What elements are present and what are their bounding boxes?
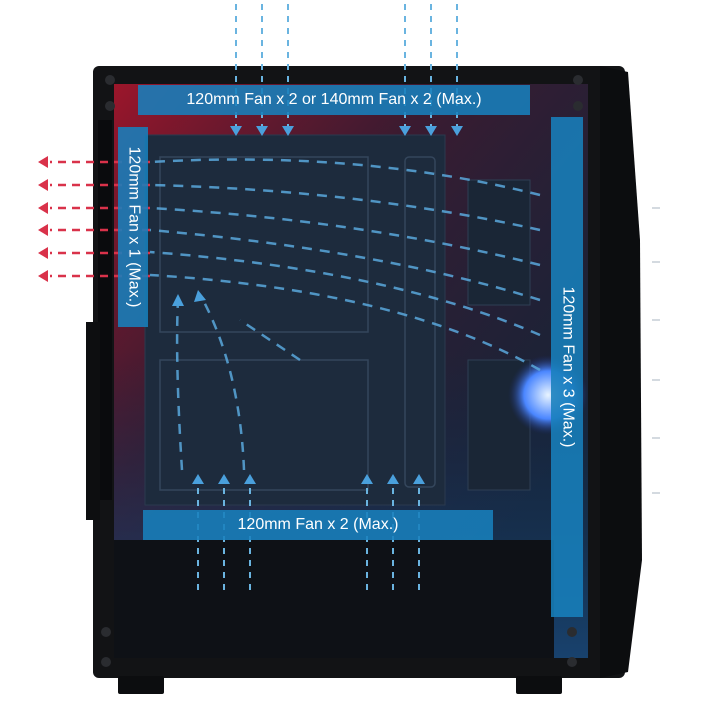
arrowhead-left xyxy=(38,179,48,191)
airflow-curve xyxy=(200,297,246,471)
arrowhead-left xyxy=(38,247,48,259)
cable-cutout xyxy=(404,156,436,488)
rear-io-strip xyxy=(98,120,112,500)
case-foot-right xyxy=(516,676,562,694)
bottom-fan-text: 120mm Fan x 2 (Max.) xyxy=(237,516,399,533)
arrowhead-up xyxy=(218,474,230,484)
airflow-curve xyxy=(149,228,541,302)
top-fan-text: 120mm Fan x 2 or 140mm Fan x 2 (Max.) xyxy=(186,91,482,108)
case-screw xyxy=(105,101,115,111)
rear-exhaust-fan-label: 120mm Fan x 1 (Max.) xyxy=(118,127,148,327)
case-screw xyxy=(101,627,111,637)
psu-shroud xyxy=(114,540,554,658)
airflow-curve xyxy=(239,318,301,362)
case-screw xyxy=(573,101,583,111)
arrowhead-up xyxy=(192,474,204,484)
arrowhead-up xyxy=(244,474,256,484)
arrowhead-down xyxy=(425,126,437,136)
front-intake-dashes xyxy=(652,207,660,494)
drive-bay-upper xyxy=(159,156,369,333)
case-screw xyxy=(105,75,115,85)
case-screw xyxy=(567,657,577,667)
arrowhead-up xyxy=(361,474,373,484)
rear-exhaust-fan-text: 120mm Fan x 1 (Max.) xyxy=(125,146,142,308)
arrowhead-down xyxy=(282,126,294,136)
arrowhead-left xyxy=(38,202,48,214)
top-airflow-arrows xyxy=(235,4,458,128)
arrowhead-down xyxy=(399,126,411,136)
bottom-arrowheads xyxy=(192,474,425,484)
case-foot-left xyxy=(118,676,164,694)
front-intake-fan-label: 120mm Fan x 3 (Max.) xyxy=(551,117,583,617)
arrowhead-down xyxy=(230,126,242,136)
arrowhead-up xyxy=(172,294,184,306)
internal-airflow xyxy=(149,158,541,471)
motherboard-tray xyxy=(144,134,446,506)
arrowhead-down xyxy=(451,126,463,136)
arrowhead-left xyxy=(38,156,48,168)
airflow-curve xyxy=(175,299,184,471)
airflow-curve xyxy=(149,250,541,337)
case-screw xyxy=(101,657,111,667)
hdd-cage-upper xyxy=(467,179,531,306)
front-intake-fan-text: 120mm Fan x 3 (Max.) xyxy=(559,286,576,448)
arrowhead-down xyxy=(256,126,268,136)
top-fan-label: 120mm Fan x 2 or 140mm Fan x 2 (Max.) xyxy=(138,85,530,115)
case-front-bezel xyxy=(600,66,642,678)
arrowhead-left xyxy=(38,224,48,236)
airflow-curve xyxy=(149,273,541,372)
arrowhead-up xyxy=(413,474,425,484)
arrowhead-left xyxy=(38,270,48,282)
internal-arrowheads xyxy=(172,290,206,306)
arrowhead-up xyxy=(194,290,206,302)
case-screw xyxy=(567,627,577,637)
drive-bay-lower xyxy=(159,359,369,491)
case-screw xyxy=(573,75,583,85)
arrowhead-up xyxy=(387,474,399,484)
expansion-slot-cover xyxy=(86,322,100,520)
top-arrowheads xyxy=(230,126,463,136)
bottom-fan-label: 120mm Fan x 2 (Max.) xyxy=(143,510,493,540)
exhaust-arrowheads xyxy=(38,156,48,282)
